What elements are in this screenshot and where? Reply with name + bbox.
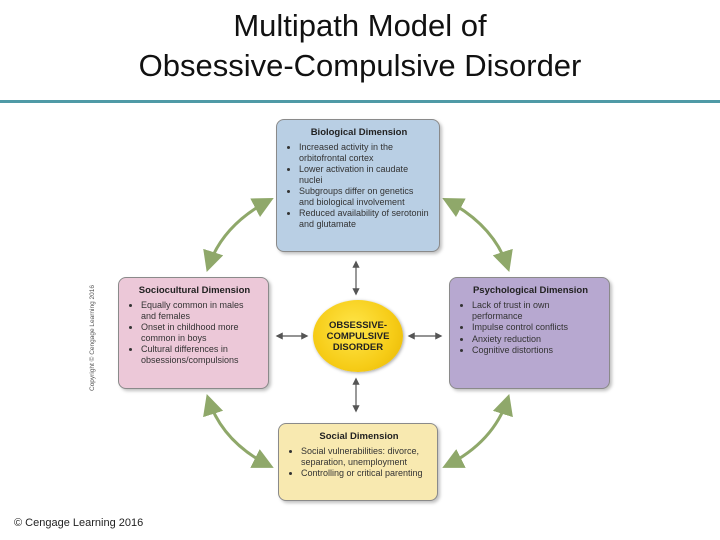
social-item: Social vulnerabilities: divorce, separat…: [301, 446, 427, 467]
sociocultural-item: Onset in childhood more common in boys: [141, 322, 258, 343]
biological-item: Increased activity in the orbitofrontal …: [299, 142, 429, 163]
biological-item: Reduced availability of serotonin and gl…: [299, 208, 429, 229]
biological-item: Subgroups differ on genetics and biologi…: [299, 186, 429, 207]
arc-bio-socio: [203, 198, 274, 272]
social-dimension-box: Social Dimension Social vulnerabilities:…: [278, 423, 438, 501]
title-line-1: Multipath Model of: [233, 8, 487, 43]
slide-title: Multipath Model of Obsessive-Compulsive …: [0, 6, 720, 86]
side-copyright: Copyright © Cengage Learning 2016: [89, 285, 96, 391]
social-item: Controlling or critical parenting: [301, 468, 427, 479]
social-heading: Social Dimension: [319, 431, 399, 442]
sociocultural-dimension-box: Sociocultural Dimension Equally common i…: [118, 277, 269, 389]
arc-bio-psych: [442, 198, 513, 272]
psychological-item: Lack of trust in own performance: [472, 300, 599, 321]
psychological-item: Impulse control conflicts: [472, 322, 599, 333]
psychological-item: Cognitive distortions: [472, 345, 599, 356]
biological-dimension-box: Biological Dimension Increased activity …: [276, 119, 440, 252]
psychological-heading: Psychological Dimension: [472, 285, 589, 296]
footer-copyright: © Cengage Learning 2016: [14, 517, 144, 529]
center-disorder-node: OBSESSIVE-COMPULSIVE DISORDER: [313, 300, 403, 372]
sociocultural-heading: Sociocultural Dimension: [138, 285, 251, 296]
sociocultural-item: Cultural differences in obsessions/compu…: [141, 344, 258, 365]
psychological-dimension-box: Psychological Dimension Lack of trust in…: [449, 277, 610, 389]
center-label: OBSESSIVE-COMPULSIVE DISORDER: [326, 319, 390, 353]
title-line-2: Obsessive-Compulsive Disorder: [138, 48, 582, 83]
biological-heading: Biological Dimension: [310, 127, 408, 138]
biological-item: Lower activation in caudate nuclei: [299, 164, 429, 185]
sociocultural-item: Equally common in males and females: [141, 300, 258, 321]
title-rule: [0, 100, 720, 103]
psychological-item: Anxiety reduction: [472, 334, 599, 345]
arc-psych-social: [442, 393, 513, 468]
arc-socio-social: [203, 393, 274, 468]
